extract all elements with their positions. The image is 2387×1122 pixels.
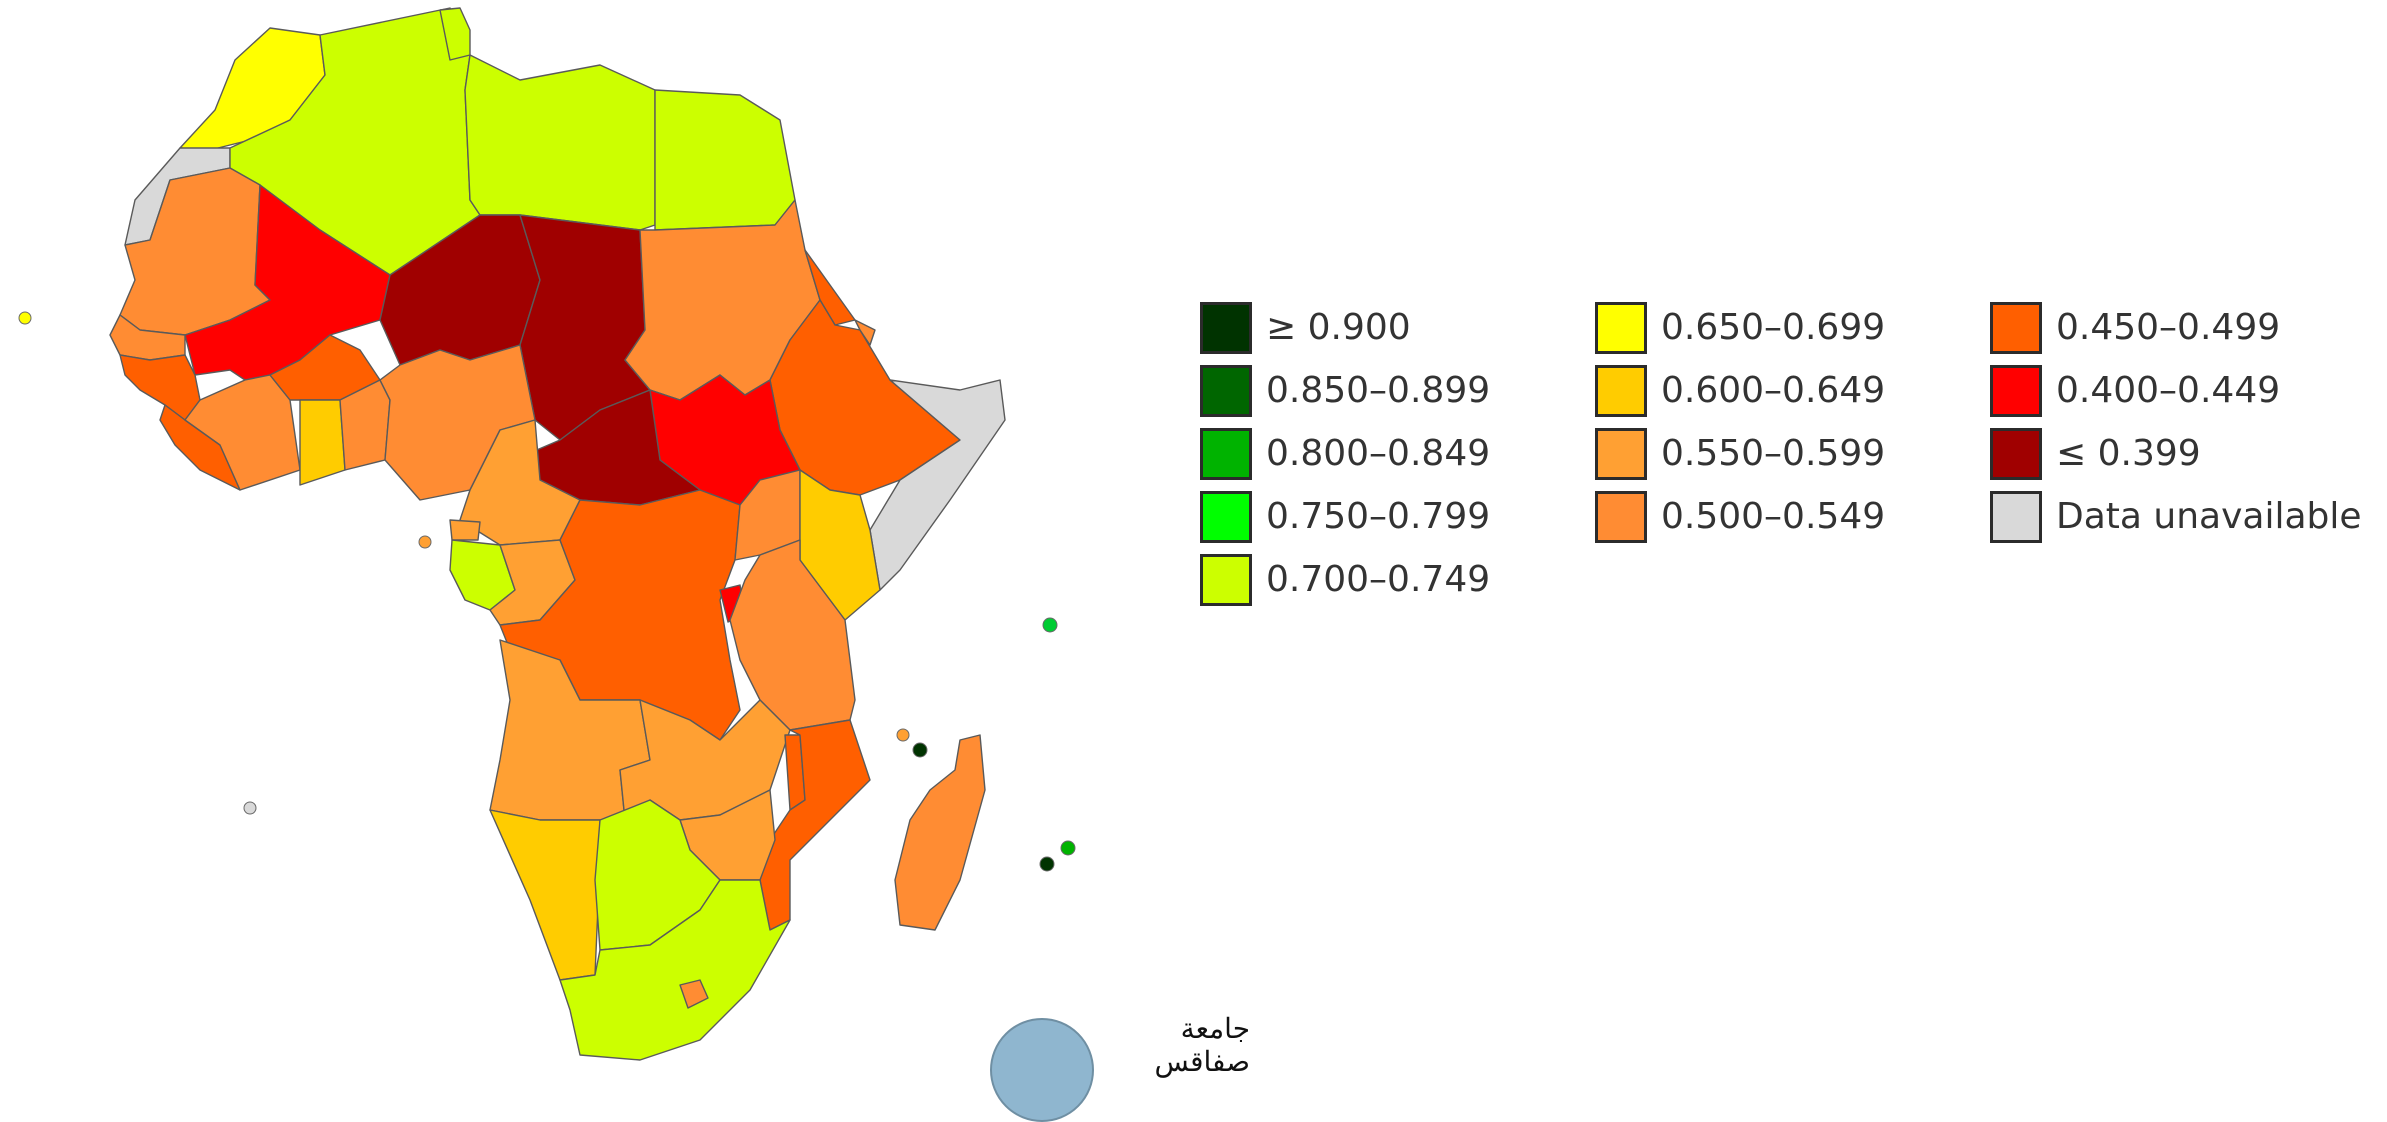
region-cote-divoire bbox=[184, 374, 301, 491]
legend-swatch bbox=[1200, 365, 1252, 417]
legend-label: 0.700–0.749 bbox=[1266, 559, 1491, 600]
region-tanzania bbox=[729, 539, 856, 731]
legend-swatch bbox=[1595, 428, 1647, 480]
legend-label: ≤ 0.399 bbox=[2056, 433, 2201, 474]
legend-label: 0.500–0.549 bbox=[1661, 496, 1886, 537]
region-cape-verde bbox=[18, 311, 32, 325]
region-south-africa bbox=[559, 879, 791, 1061]
legend-label: Data unavailable bbox=[2056, 496, 2362, 537]
region-mayotte bbox=[912, 742, 928, 758]
region-ghana bbox=[299, 399, 346, 486]
legend-swatch bbox=[1595, 302, 1647, 354]
africa-choropleth-map bbox=[18, 7, 1076, 1061]
legend-swatch bbox=[1990, 491, 2042, 543]
region-guinea bbox=[119, 354, 201, 421]
legend-swatch bbox=[1200, 428, 1252, 480]
legend-label: 0.800–0.849 bbox=[1266, 433, 1491, 474]
legend-swatch bbox=[1200, 491, 1252, 543]
university-logo: جامعة صفاقس bbox=[990, 1010, 1250, 1122]
legend-swatch bbox=[1595, 365, 1647, 417]
region-mauritius bbox=[1060, 840, 1076, 856]
university-name: جامعة صفاقس bbox=[1154, 1012, 1250, 1078]
legend-swatch bbox=[1200, 302, 1252, 354]
region-burkina-faso bbox=[269, 334, 381, 401]
legend-label: 0.650–0.699 bbox=[1661, 307, 1886, 348]
legend-swatch bbox=[1990, 428, 2042, 480]
legend-label: ≥ 0.900 bbox=[1266, 307, 1411, 348]
legend-label: 0.750–0.799 bbox=[1266, 496, 1491, 537]
region-eq-guinea bbox=[449, 519, 481, 541]
legend-label: 0.850–0.899 bbox=[1266, 370, 1491, 411]
region-namibia bbox=[489, 809, 601, 981]
legend-swatch bbox=[1990, 365, 2042, 417]
legend-label: 0.450–0.499 bbox=[2056, 307, 2281, 348]
region-madagascar bbox=[894, 734, 986, 931]
region-reunion bbox=[1039, 856, 1055, 872]
legend-swatch bbox=[1990, 302, 2042, 354]
region-st-helena bbox=[243, 801, 257, 815]
region-somalia bbox=[869, 379, 1006, 591]
region-seychelles bbox=[1042, 617, 1058, 633]
region-eritrea bbox=[804, 249, 856, 326]
region-libya bbox=[464, 54, 656, 231]
legend-label: 0.600–0.649 bbox=[1661, 370, 1886, 411]
legend-label: 0.550–0.599 bbox=[1661, 433, 1886, 474]
region-tunisia bbox=[439, 7, 471, 61]
legend-swatch bbox=[1200, 554, 1252, 606]
region-sao-tome bbox=[418, 535, 432, 549]
region-comoros bbox=[896, 728, 910, 742]
region-lesotho bbox=[679, 979, 709, 1009]
legend-label: 0.400–0.449 bbox=[2056, 370, 2281, 411]
region-egypt bbox=[654, 89, 796, 231]
map-legend: ≥ 0.900 0.850–0.899 0.800–0.849 0.750–0.… bbox=[1200, 302, 2380, 632]
university-emblem-icon bbox=[990, 1018, 1094, 1122]
legend-swatch bbox=[1595, 491, 1647, 543]
region-djibouti bbox=[854, 319, 876, 346]
